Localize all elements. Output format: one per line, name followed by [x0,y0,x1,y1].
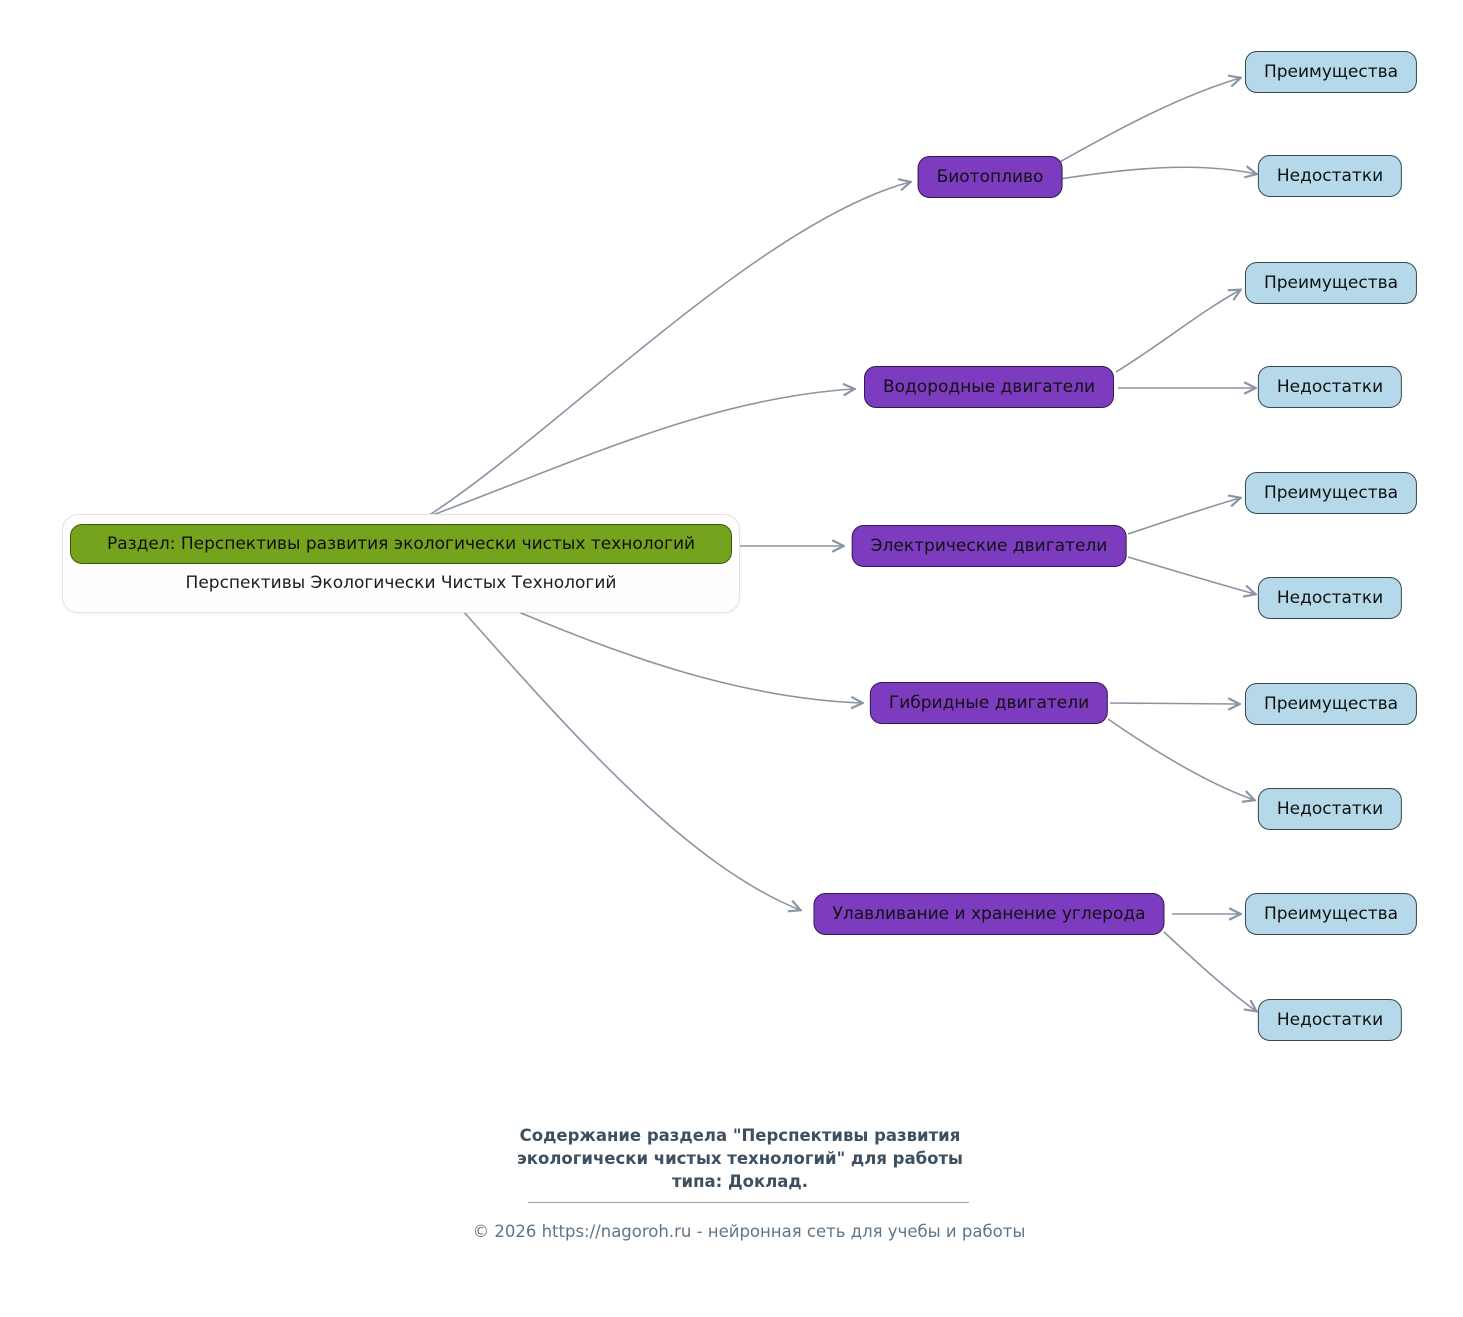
edge-hybrid-pros [1109,703,1239,704]
branch-node-carbon: Улавливание и хранение углерода [813,893,1165,935]
edge-root-biofuel [427,182,910,517]
edge-carbon-cons [1163,931,1256,1011]
footer-suffix: - нейронная сеть для учебы и работы [691,1222,1026,1241]
edge-hydrogen-pros [1115,290,1240,373]
leaf-node-electric-pros: Преимущества [1244,472,1418,514]
leaf-node-biofuel-pros: Преимущества [1244,51,1418,93]
root-node: Раздел: Перспективы развития экологическ… [70,524,732,564]
footer-copyright: © 2026 https://nagoroh.ru - нейронная се… [473,1222,1026,1241]
leaf-node-biofuel-cons: Недостатки [1257,155,1403,197]
edge-root-carbon [431,575,800,910]
leaf-node-carbon-pros: Преимущества [1244,893,1418,935]
edge-biofuel-pros [1057,78,1240,164]
footer-link[interactable]: https://nagoroh.ru [541,1222,692,1241]
caption-line-2: экологически чистых технологий" для рабо… [517,1148,963,1168]
diagram-caption: Содержание раздела "Перспективы развития… [517,1125,963,1193]
branch-node-hybrid: Гибридные двигатели [869,682,1109,724]
root-subtitle: Перспективы Экологически Чистых Технолог… [185,573,617,593]
caption-line-3: типа: Доклад. [671,1171,809,1191]
footer-prefix: © 2026 [472,1222,542,1241]
branch-node-electric: Электрические двигатели [851,525,1127,567]
leaf-node-hydrogen-pros: Преимущества [1244,262,1418,304]
edge-electric-pros [1127,498,1240,535]
branch-node-hydrogen: Водородные двигатели [863,366,1115,408]
edge-biofuel-cons [1059,167,1256,180]
edge-root-hydrogen [429,389,854,517]
root-node-container: Раздел: Перспективы развития экологическ… [62,514,740,613]
leaf-node-hybrid-pros: Преимущества [1244,683,1418,725]
leaf-node-carbon-cons: Недостатки [1257,999,1403,1041]
branch-node-biofuel: Биотопливо [917,156,1063,198]
leaf-node-hybrid-cons: Недостатки [1257,788,1403,830]
caption-line-1: Содержание раздела "Перспективы развития [519,1126,961,1145]
edge-electric-cons [1127,556,1255,594]
leaf-node-hydrogen-cons: Недостатки [1257,366,1403,408]
edge-hybrid-cons [1107,718,1254,800]
leaf-node-electric-cons: Недостатки [1257,577,1403,619]
caption-divider [528,1202,969,1203]
